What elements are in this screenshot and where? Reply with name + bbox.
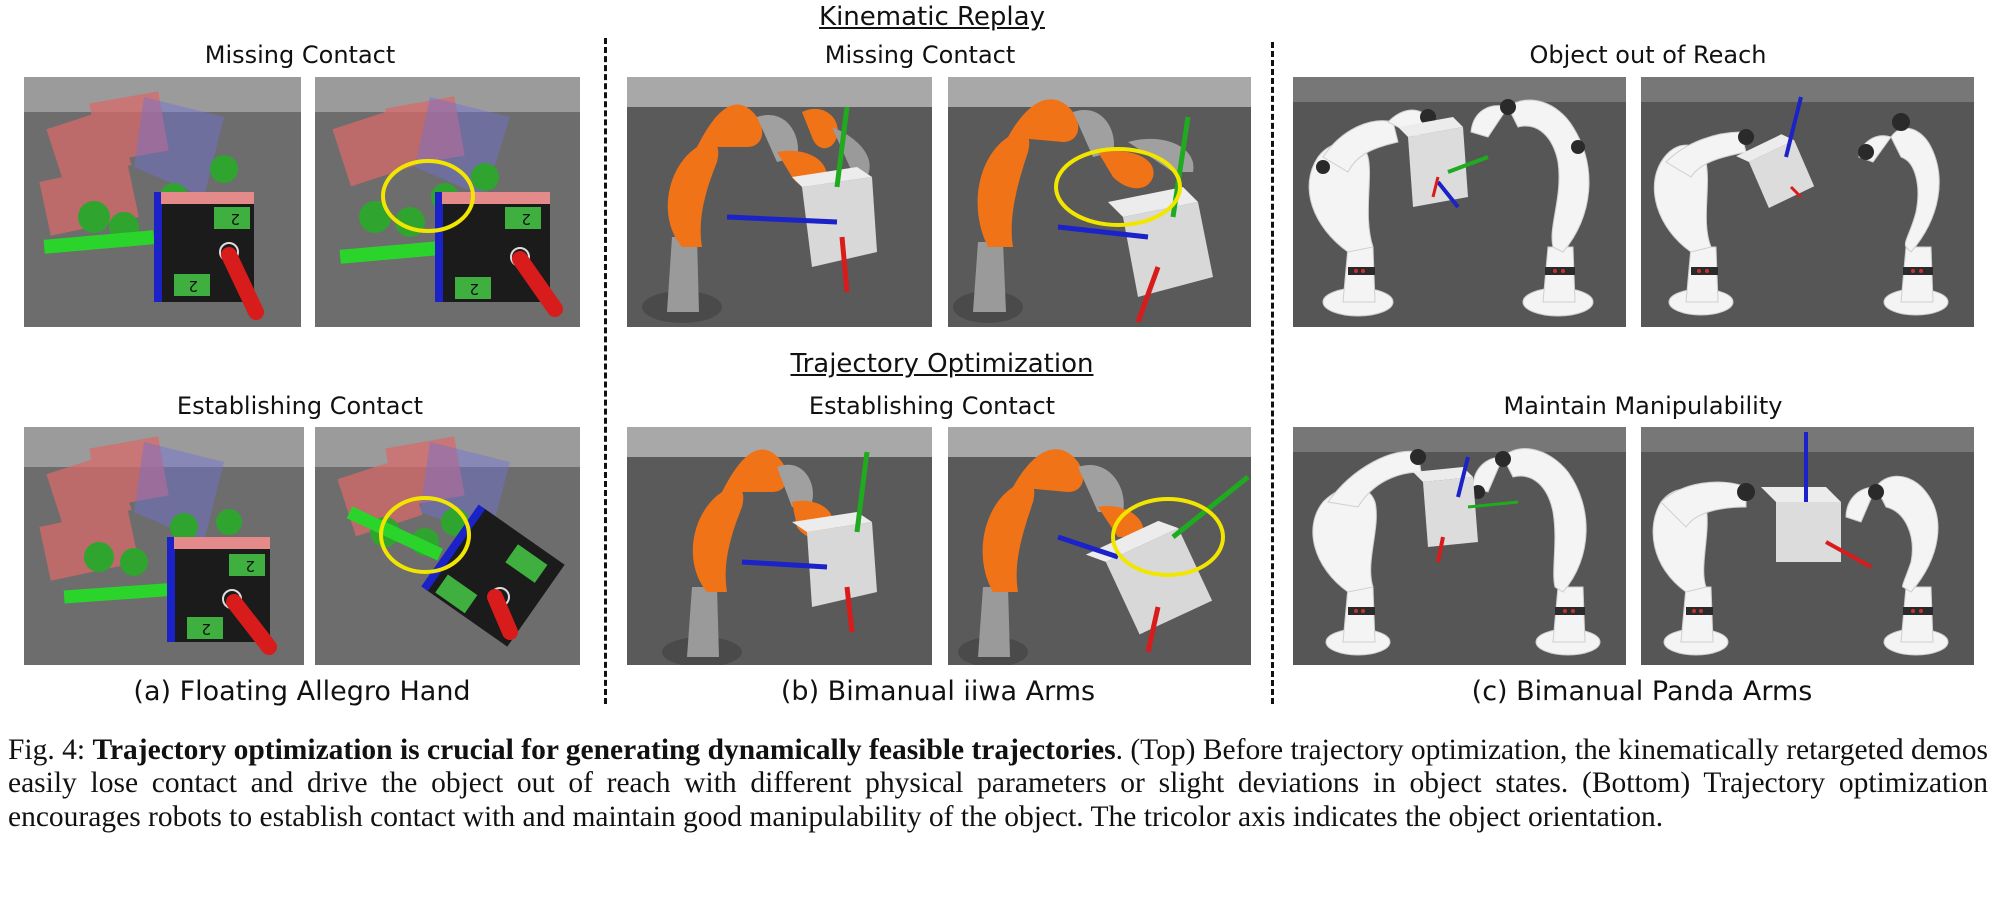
caption-text: . (Top) Before trajectory optimization, … (8, 734, 1988, 833)
highlight-circle (381, 159, 475, 233)
svg-text:2: 2 (188, 277, 198, 295)
svg-text:2: 2 (230, 210, 240, 228)
svg-text:2: 2 (245, 557, 255, 575)
caption-bold: Trajectory optimization is crucial for g… (92, 734, 1116, 766)
subcaption-a: (a) Floating Allegro Hand (133, 676, 471, 707)
heading-trajectory-optimization: Trajectory Optimization (790, 349, 1094, 379)
image-iiwa-missing-2 (948, 77, 1251, 327)
image-panda-manipulability-2 (1641, 427, 1974, 665)
label-b-establishing-contact: Establishing Contact (808, 392, 1056, 420)
highlight-circle (1111, 497, 1225, 577)
svg-text:2: 2 (521, 210, 531, 228)
divider-left (604, 38, 607, 704)
image-iiwa-missing-1 (627, 77, 932, 327)
subcaption-b: (b) Bimanual iiwa Arms (780, 676, 1096, 707)
label-c-maintain-manipulability: Maintain Manipulability (1503, 392, 1783, 420)
highlight-circle (379, 496, 471, 574)
figure-caption: Fig. 4: Trajectory optimization is cruci… (8, 734, 1988, 834)
image-allegro-establish-2 (315, 427, 580, 665)
image-iiwa-establish-2 (948, 427, 1251, 665)
cube-marking: 22 (469, 210, 531, 298)
cube-marking: 22 (188, 210, 240, 295)
svg-text:2: 2 (201, 620, 211, 638)
caption-prefix: Fig. 4: (8, 734, 93, 766)
image-panda-out-of-reach-1 (1293, 77, 1626, 327)
image-iiwa-establish-1 (627, 427, 932, 665)
subcaption-c: (c) Bimanual Panda Arms (1471, 676, 1813, 707)
image-panda-manipulability-1 (1293, 427, 1626, 665)
divider-right (1271, 42, 1274, 704)
cube-marking: 22 (201, 557, 255, 638)
heading-kinematic-replay: Kinematic Replay (819, 2, 1045, 32)
label-a-establishing-contact: Establishing Contact (176, 392, 424, 420)
svg-text:2: 2 (469, 280, 479, 298)
label-a-missing-contact: Missing Contact (204, 41, 396, 69)
label-c-object-out-of-reach: Object out of Reach (1529, 41, 1767, 69)
label-b-missing-contact: Missing Contact (824, 41, 1016, 69)
highlight-circle (1054, 147, 1182, 227)
image-panda-out-of-reach-2 (1641, 77, 1974, 327)
